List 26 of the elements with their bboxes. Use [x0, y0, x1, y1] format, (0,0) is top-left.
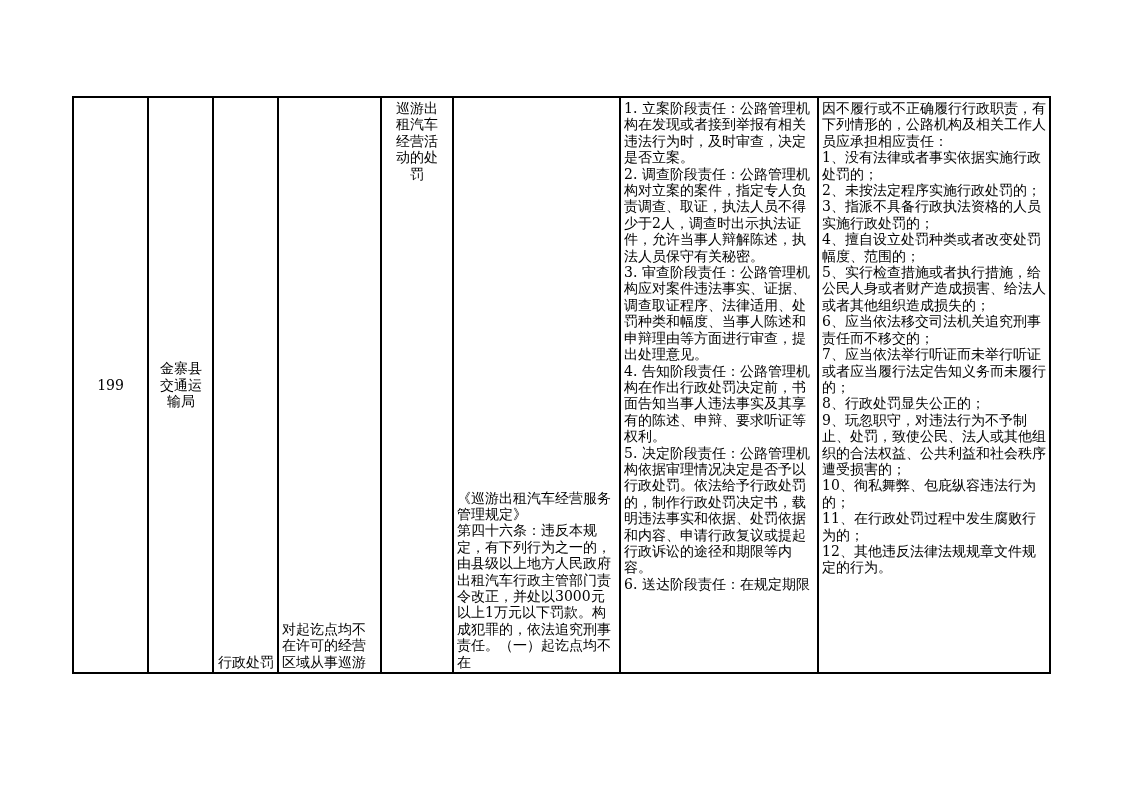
accountability-text: 3、指派不具备行政执法资格的人员实施行政处罚的；	[822, 198, 1042, 232]
legal-basis-text: 第四十六条：违反本规定，有下列行为之一的，由县级以上地方人民政府出租汽车行政主管部门责令改正，并处以3000元以上1万元以下罚款。构成犯罪的，依法追究刑事责任。（一）起讫点均不在	[457, 522, 612, 670]
accountability-text: 5、实行检查措施或者执行措施，给公民人身或者财产造成损害、给法人或者其他组织造成损失的；	[822, 264, 1046, 314]
accountability-text: 6、应当依法移交司法机关追究刑事责任而不移交的；	[822, 313, 1042, 347]
accountability-text: 2、未按法定程序实施行政处罚的；	[822, 182, 1041, 199]
accountability-text: 7、应当依法举行听证而未举行听证或者应当履行法定告知义务而未履行的；	[822, 346, 1046, 396]
responsibility-text: 5. 决定阶段责任：公路管理机构依据审理情况决定是否予以行政处罚。依法给予行政处罚的，制作行政处罚决定书，载明违法事实和依据、处罚依据和内容、申请行政复议或提起行政诉讼的途径和期限等内容。	[624, 444, 811, 576]
row-number: 199	[97, 376, 124, 394]
responsibility-text: 1. 立案阶段责任：公路管理机构在发现或者接到举报有相关违法行为时，及时审查，决定是否立案。	[624, 100, 811, 166]
legal-basis-text: 《巡游出租汽车经营服务管理规定》	[457, 489, 612, 523]
responsibility-text: 6. 送达阶段责任：在规定期限	[624, 575, 810, 593]
accountability-text: 8、行政处罚显失公正的；	[822, 395, 985, 412]
accountability-text: 1、没有法律或者事实依据实施行政处罚的；	[822, 149, 1042, 183]
responsibility-text: 3. 审查阶段责任：公路管理机构应对案件违法事实、证据、调查取证程序、法律适用、处罚种类和幅度、当事人陈述和申辩理由等方面进行审查，提出处理意见。	[624, 264, 811, 363]
accountability-text: 因不履行或不正确履行行政职责，有下列情形的，公路机构及相关工作人员应承担相应责任：	[822, 100, 1046, 150]
responsibility-text: 2. 调查阶段责任：公路管理机构对立案的案件，指定专人负责调查、取证，执法人员不得少于2人，调查时出示执法证件，允许当事人辩解陈述，执法人员保守有关秘密。	[624, 165, 811, 265]
sub-item-cell: 巡游出租汽车经营活动的处罚	[395, 100, 439, 183]
responsibility-text: 4. 告知阶段责任：公路管理机构在作出行政处罚决定前，书面告知当事人违法事实及其享有的陈述、申辩、要求听证等权利。	[624, 362, 811, 445]
item-name-cell-text: 对起讫点均不在许可的经营区域从事巡游	[282, 620, 367, 670]
accountability-text: 12、其他违反法律法规规章文件规定的行为。	[822, 542, 1037, 576]
department-cell: 金寨县交通运输局	[158, 360, 203, 410]
accountability-text: 4、擅自设立处罚种类或者改变处罚幅度、范围的；	[822, 231, 1042, 265]
category-cell: 行政处罚	[216, 653, 275, 670]
accountability-text: 9、玩忽职守，对违法行为不予制止、处罚，致使公民、法人或其他组织的合法权益、公共利益和社会秩序遭受损害的；	[822, 411, 1046, 478]
accountability-text: 11、在行政处罚过程中发生腐败行为的；	[822, 510, 1037, 543]
accountability-text: 10、徇私舞弊、包庇纵容违法行为的；	[822, 477, 1037, 511]
